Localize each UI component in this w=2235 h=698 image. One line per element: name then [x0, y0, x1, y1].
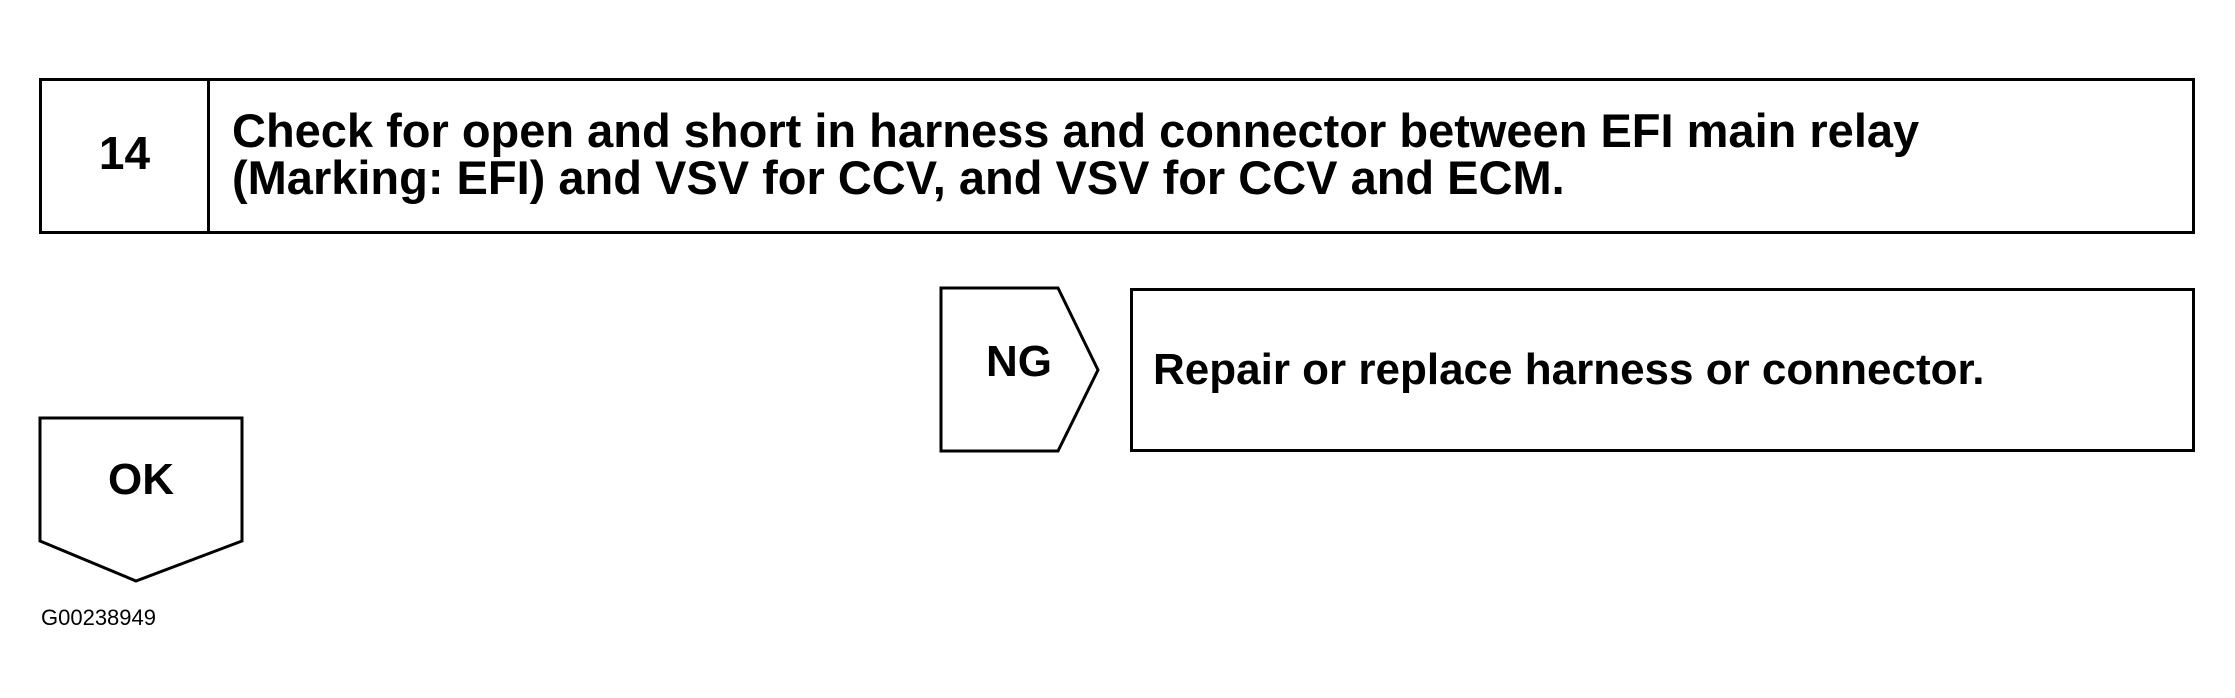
ng-arrow-shape	[939, 286, 1100, 453]
step-instruction-line-2: (Marking: EFI) and VSV for CCV, and VSV …	[232, 151, 1565, 204]
step-instruction: Check for open and short in harness and …	[210, 81, 2192, 231]
ok-label: OK	[108, 455, 174, 504]
ng-action-text: Repair or replace harness or connector.	[1153, 345, 1985, 394]
ng-label: NG	[986, 337, 1052, 386]
step-instruction-line-1: Check for open and short in harness and …	[232, 104, 1920, 157]
figure-id: G00238949	[41, 605, 156, 630]
step-number: 14	[42, 81, 210, 231]
ng-action-box: Repair or replace harness or connector.	[1130, 288, 2195, 452]
step-box: 14 Check for open and short in harness a…	[39, 78, 2195, 234]
ok-arrow-shape	[38, 416, 244, 583]
